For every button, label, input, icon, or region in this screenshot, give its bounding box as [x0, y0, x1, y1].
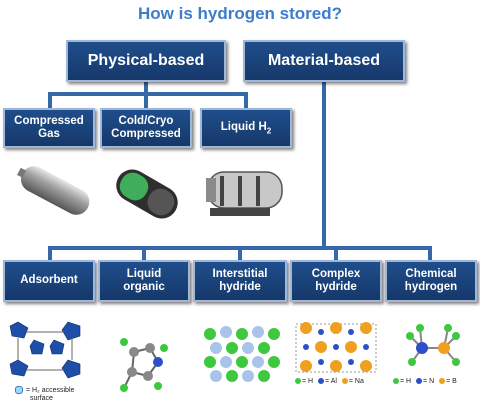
boron-dot [439, 378, 446, 385]
complex-hydride-box: Complex hydride [290, 260, 382, 302]
connector-material-5 [428, 246, 432, 260]
connector-physical-2 [144, 92, 148, 108]
legend-al: = Al [325, 378, 337, 385]
legend-h-2: = H [400, 378, 412, 385]
chemical-hydrogen-line1: Chemical [405, 267, 457, 280]
complex-hydride-line1: Complex [311, 267, 361, 280]
liquid-h2-box: Liquid H2 [200, 108, 292, 148]
legend-n: = N [423, 378, 435, 385]
hydrogen-dot [295, 378, 301, 385]
adsorbent-legend-text2: surface [30, 395, 53, 402]
interstitial-hydride-box: Interstitial hydride [193, 260, 287, 302]
chemical-hydrogen-box: Chemical hydrogen [385, 260, 477, 302]
adsorbent-label: Adsorbent [20, 274, 78, 287]
interstitial-hydride-line1: Interstitial [212, 267, 268, 280]
adsorbent-legend-dot [15, 386, 23, 394]
connector-material-down [322, 80, 326, 250]
legend-h: = H [302, 378, 314, 385]
chemical-hydrogen-molecule-image [406, 324, 460, 366]
gas-cylinder-image [17, 166, 90, 215]
adsorbent-legend-text: = H₂ accessible [25, 386, 75, 394]
aluminum-dot [318, 378, 325, 385]
liquid-h2-tank-image [198, 158, 290, 226]
complex-hydride-structure-image [295, 322, 377, 373]
compressed-gas-line1: Compressed [14, 114, 84, 127]
material-based-label: Material-based [267, 51, 381, 69]
connector-physical-bar [48, 92, 248, 96]
connector-physical-down [144, 80, 148, 94]
adsorbent-legend-line2: surface [30, 395, 53, 402]
connector-material-4 [334, 246, 338, 260]
adsorbent-box: Adsorbent [3, 260, 95, 302]
connector-physical-1 [48, 92, 52, 108]
liquid-organic-line2: organic [123, 281, 165, 293]
legend-na: = Na [348, 378, 364, 385]
cryo-tank-image [104, 162, 190, 226]
diagram-title: How is hydrogen stored? [137, 4, 343, 23]
connector-physical-3 [244, 92, 248, 108]
liquid-organic-molecule-image [120, 338, 168, 392]
hydrogen-dot-2 [393, 378, 399, 385]
connector-material-1 [48, 246, 52, 260]
compressed-gas-box: Compressed Gas [3, 108, 95, 148]
connector-material-3 [238, 246, 242, 260]
material-based-box: Material-based [243, 40, 405, 82]
chemical-hydrogen-line2: hydrogen [404, 281, 458, 293]
connector-material-2 [142, 246, 146, 260]
complex-hydride-legend: = H = Al = Na [292, 378, 364, 385]
nitrogen-dot [416, 378, 423, 385]
cold-cryo-box: Cold/Cryo Compressed [100, 108, 192, 148]
complex-hydride-line2: hydride [315, 281, 357, 293]
adsorbent-framework-image [9, 321, 81, 379]
cold-cryo-line2: Compressed [111, 128, 181, 140]
interstitial-hydride-line2: hydride [219, 281, 261, 293]
chemical-hydrogen-legend: = H = N = B [390, 378, 457, 385]
liquid-organic-line1: Liquid [126, 267, 162, 280]
compressed-gas-line2: Gas [38, 128, 60, 140]
adsorbent-legend: = H₂ accessible [12, 386, 74, 394]
physical-based-box: Physical-based [66, 40, 226, 82]
cold-cryo-line1: Cold/Cryo [118, 114, 174, 127]
interstitial-hydride-lattice-image [204, 326, 280, 382]
liquid-organic-box: Liquid organic [98, 260, 190, 302]
sodium-dot [341, 378, 348, 385]
legend-b: = B [446, 378, 457, 385]
liquid-h2-label: Liquid H2 [220, 120, 272, 136]
physical-based-label: Physical-based [87, 51, 205, 69]
